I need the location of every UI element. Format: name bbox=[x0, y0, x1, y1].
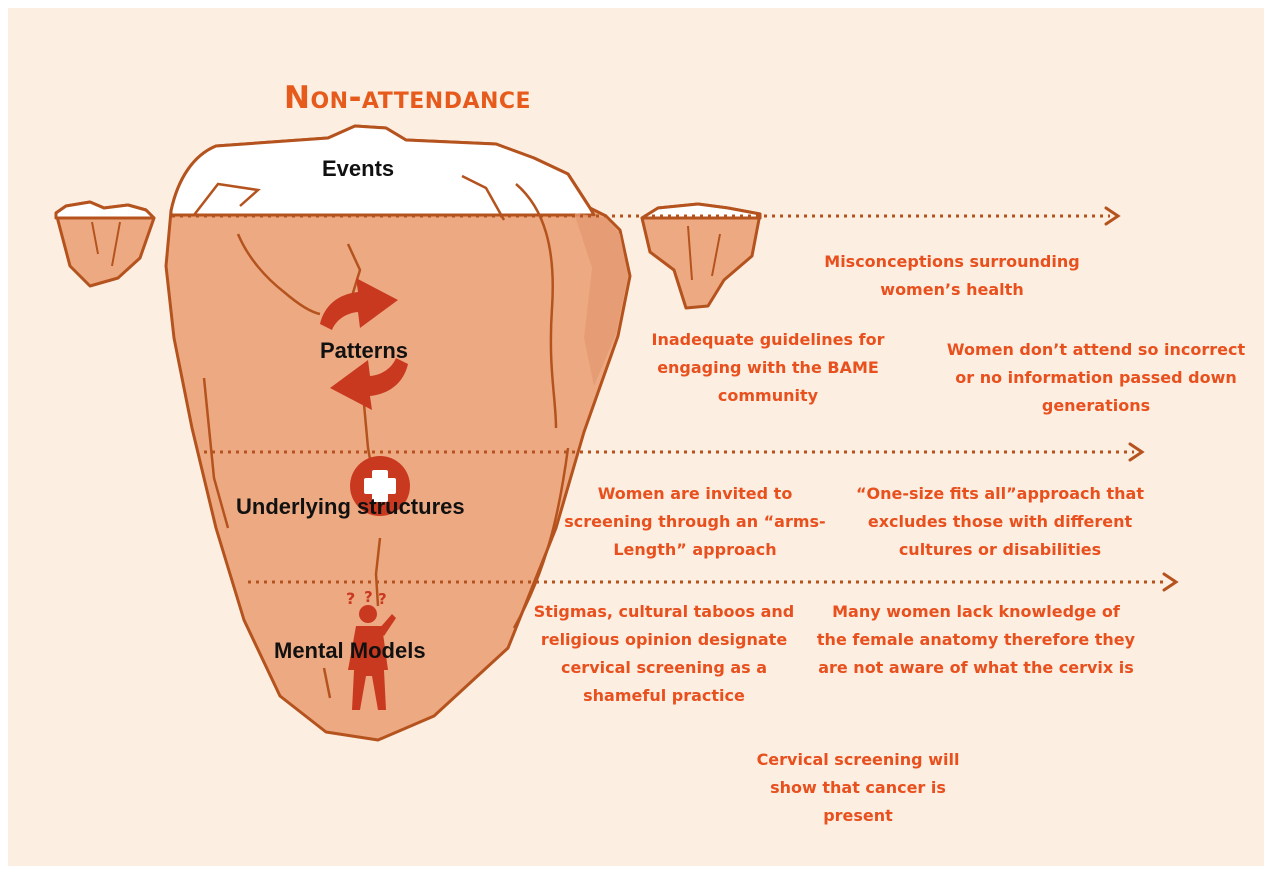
svg-text:?: ? bbox=[378, 590, 387, 608]
layer-label-underlying-structures: Underlying structures bbox=[236, 494, 465, 520]
note-female-anatomy: Many women lack knowledge of the female … bbox=[816, 598, 1136, 682]
note-stigmas: Stigmas, cultural taboos and religious o… bbox=[532, 598, 796, 710]
small-iceberg-left bbox=[56, 202, 154, 286]
note-arms-length: Women are invited to screening through a… bbox=[560, 480, 830, 564]
note-inadequate-guidelines: Inadequate guidelines for engaging with … bbox=[626, 326, 910, 410]
note-cancer-present: Cervical screening will show that cancer… bbox=[736, 746, 980, 830]
iceberg-illustration: ? ? ? bbox=[8, 8, 1264, 866]
diagram-title: Non-attendance bbox=[284, 80, 531, 116]
note-one-size-fits-all: “One-size fits all”approach that exclude… bbox=[832, 480, 1168, 564]
dotted-arrow-icon bbox=[1164, 574, 1176, 590]
layer-label-patterns: Patterns bbox=[320, 338, 408, 364]
note-information-generations: Women don’t attend so incorrect or no in… bbox=[940, 336, 1252, 420]
small-iceberg-right bbox=[642, 204, 760, 308]
dotted-arrow-icon bbox=[1106, 208, 1118, 224]
svg-text:?: ? bbox=[346, 589, 355, 608]
note-misconceptions: Misconceptions surrounding women’s healt… bbox=[792, 248, 1112, 304]
iceberg-diagram: ? ? ? Non-attendance Events Patterns Und… bbox=[8, 8, 1264, 866]
layer-label-events: Events bbox=[322, 156, 394, 182]
dotted-arrow-icon bbox=[1130, 444, 1142, 460]
svg-text:?: ? bbox=[364, 588, 373, 606]
layer-label-mental-models: Mental Models bbox=[274, 638, 426, 664]
